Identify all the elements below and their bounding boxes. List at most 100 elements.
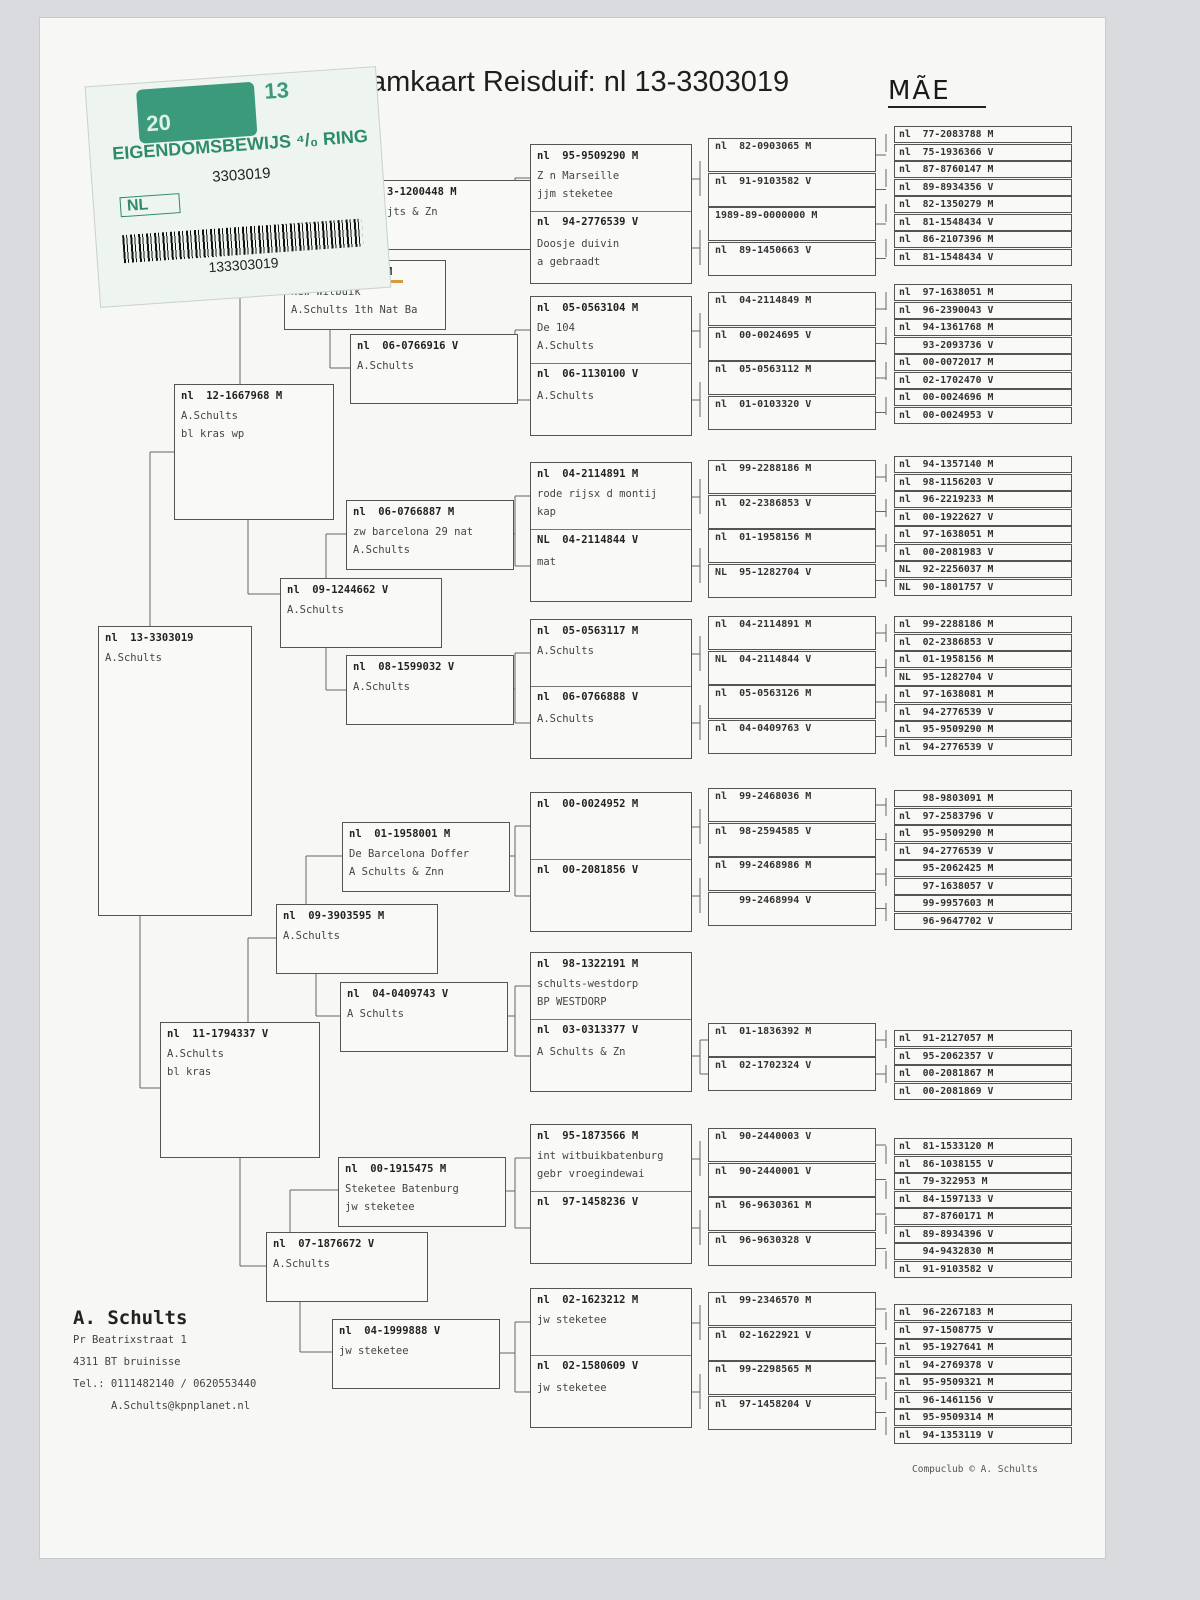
ggp-box-ring: nl 08-1599032 V	[353, 661, 455, 673]
card-number: 133303019	[207, 254, 279, 276]
gen4-divider	[531, 1355, 691, 1356]
handwritten-underline	[888, 106, 986, 108]
gen4-m_line2: A.Schults	[537, 340, 594, 352]
owner-city: 4311 BT bruinisse	[73, 1356, 181, 1368]
gen6-row: nl 00-0072017 M	[894, 354, 1072, 371]
ggp-box-line2: A Schults & Znn	[349, 866, 444, 878]
gen5-box: nl 96-9630328 V	[708, 1231, 876, 1266]
gen5-box: nl 99-2288186 M	[708, 460, 876, 494]
gen6-row: nl 82-1350279 M	[894, 196, 1072, 213]
gen4-divider	[531, 363, 691, 364]
gen5-box: nl 04-0409763 V	[708, 719, 876, 754]
ggp-box-ring: nl 06-0766887 M	[353, 506, 455, 518]
gen5-box: nl 00-0024695 V	[708, 326, 876, 361]
gen6-row: nl 77-2083788 M	[894, 126, 1072, 143]
gen5-box: nl 02-1622921 V	[708, 1326, 876, 1361]
gen6-row: 93-2093736 V	[894, 336, 1072, 354]
gen4-v_ring: nl 94-2776539 V	[537, 216, 639, 228]
gen6-row: nl 02-2386853 V	[894, 633, 1072, 651]
parent-box-line1: A.Schults	[181, 410, 238, 422]
gen6-row: 96-9647702 V	[894, 912, 1072, 930]
ggp-box-line1: zw barcelona 29 nat	[353, 526, 474, 538]
parent-box-line2: bl kras wp	[181, 428, 245, 440]
gen6-row: nl 00-0024953 V	[894, 406, 1072, 424]
gen6-row: nl 79-322953 M	[894, 1173, 1072, 1190]
gen6-row: nl 97-2583796 V	[894, 807, 1072, 825]
gen4-m_line1: jw steketee	[537, 1314, 607, 1326]
gen6-row: nl 87-8760147 M	[894, 161, 1072, 178]
ggp-box-ring: nl 04-0409743 V	[347, 988, 449, 1000]
gen5-box: nl 02-2386853 V	[708, 494, 876, 529]
ggp-box-ring: 3-1200448 M	[387, 186, 457, 198]
gen6-row: nl 91-2127057 M	[894, 1030, 1072, 1047]
gen4-divider	[531, 211, 691, 212]
owner-name: A. Schults	[73, 1307, 188, 1329]
gen4-v_ring: nl 97-1458236 V	[537, 1196, 639, 1208]
gen5-box: nl 01-1958156 M	[708, 529, 876, 563]
gen6-row: nl 00-2081869 V	[894, 1082, 1072, 1100]
gen4-m_line1: schults-westdorp	[537, 978, 639, 990]
gen4-v_line2: a gebraadt	[537, 256, 601, 268]
gen4-divider	[531, 859, 691, 860]
gen6-row: NL 90-1801757 V	[894, 578, 1072, 596]
parent-box-ring: nl 12-1667968 M	[181, 390, 283, 402]
gen5-box: 99-2468994 V	[708, 891, 876, 926]
ggp-box-ring: nl 00-1915475 M	[345, 1163, 447, 1175]
gen4-m_line1: int witbuikbatenburg	[537, 1150, 664, 1162]
grandparent-box-line2: A.Schults 1th Nat Ba	[291, 304, 418, 316]
gen4-m_ring: nl 95-1873566 M	[537, 1130, 639, 1142]
gen6-row: 99-9957603 M	[894, 895, 1072, 912]
gen6-row: nl 94-2769378 V	[894, 1356, 1072, 1374]
gen6-row: nl 84-1597133 V	[894, 1190, 1072, 1208]
gen6-row: NL 95-1282704 V	[894, 668, 1072, 686]
parent-box-ring: nl 11-1794337 V	[167, 1028, 269, 1040]
gen4-divider	[531, 1191, 691, 1192]
gen6-row: nl 96-1461156 V	[894, 1391, 1072, 1409]
gen4-v_line1: mat	[537, 556, 556, 568]
gen6-row: nl 94-2776539 V	[894, 703, 1072, 721]
gen4-v_line1: Doosje duivin	[537, 238, 620, 250]
gen6-row: nl 95-2062357 V	[894, 1047, 1072, 1065]
gen6-row: 95-2062425 M	[894, 860, 1072, 877]
owner-street: Pr Beatrixstraat 1	[73, 1334, 187, 1346]
gen6-row: nl 01-1958156 M	[894, 651, 1072, 668]
grandparent-box-ring: nl 07-1876672 V	[273, 1238, 375, 1250]
ggp-box-ring: nl 04-1999888 V	[339, 1325, 441, 1337]
ggp-box-line1: De Barcelona Doffer	[349, 848, 470, 860]
gen6-row: nl 86-2107396 M	[894, 231, 1072, 248]
gen4-m_ring: nl 98-1322191 M	[537, 958, 639, 970]
gen4-v_line1: A.Schults	[537, 390, 594, 402]
gen4-m_ring: nl 02-1623212 M	[537, 1294, 639, 1306]
owner-phone: Tel.: 0111482140 / 0620553440	[73, 1378, 257, 1390]
gen5-box: nl 90-2440003 V	[708, 1128, 876, 1162]
gen5-box: NL 95-1282704 V	[708, 563, 876, 598]
gen4-v_line1: jw steketee	[537, 1382, 607, 1394]
gen6-row: nl 99-2288186 M	[894, 616, 1072, 633]
ggp-box-ring: nl 06-0766916 V	[357, 340, 459, 352]
ggp-box-line1: jw steketee	[339, 1345, 409, 1357]
gen6-row: nl 94-1353119 V	[894, 1426, 1072, 1444]
gen5-box: nl 91-9103582 V	[708, 172, 876, 207]
gen6-row: nl 96-2390043 V	[894, 301, 1072, 319]
gen6-row: nl 97-1508775 V	[894, 1321, 1072, 1339]
gen4-m_line1: A.Schults	[537, 645, 594, 657]
grandparent-box-line1: A.Schults	[273, 1258, 330, 1270]
gen4-m_ring: nl 05-0563104 M	[537, 302, 639, 314]
gen4-v_line1: A.Schults	[537, 713, 594, 725]
gen4-m_line1: rode rijsx d montij	[537, 488, 658, 500]
gen6-row: nl 97-1638051 M	[894, 526, 1072, 543]
gen4-m_line1: Z n Marseille	[537, 170, 620, 182]
gen6-row: 94-9432830 M	[894, 1243, 1072, 1260]
gen6-row: nl 95-9509290 M	[894, 721, 1072, 738]
gen6-row: nl 97-1638081 M	[894, 686, 1072, 703]
gen4-divider	[531, 1019, 691, 1020]
